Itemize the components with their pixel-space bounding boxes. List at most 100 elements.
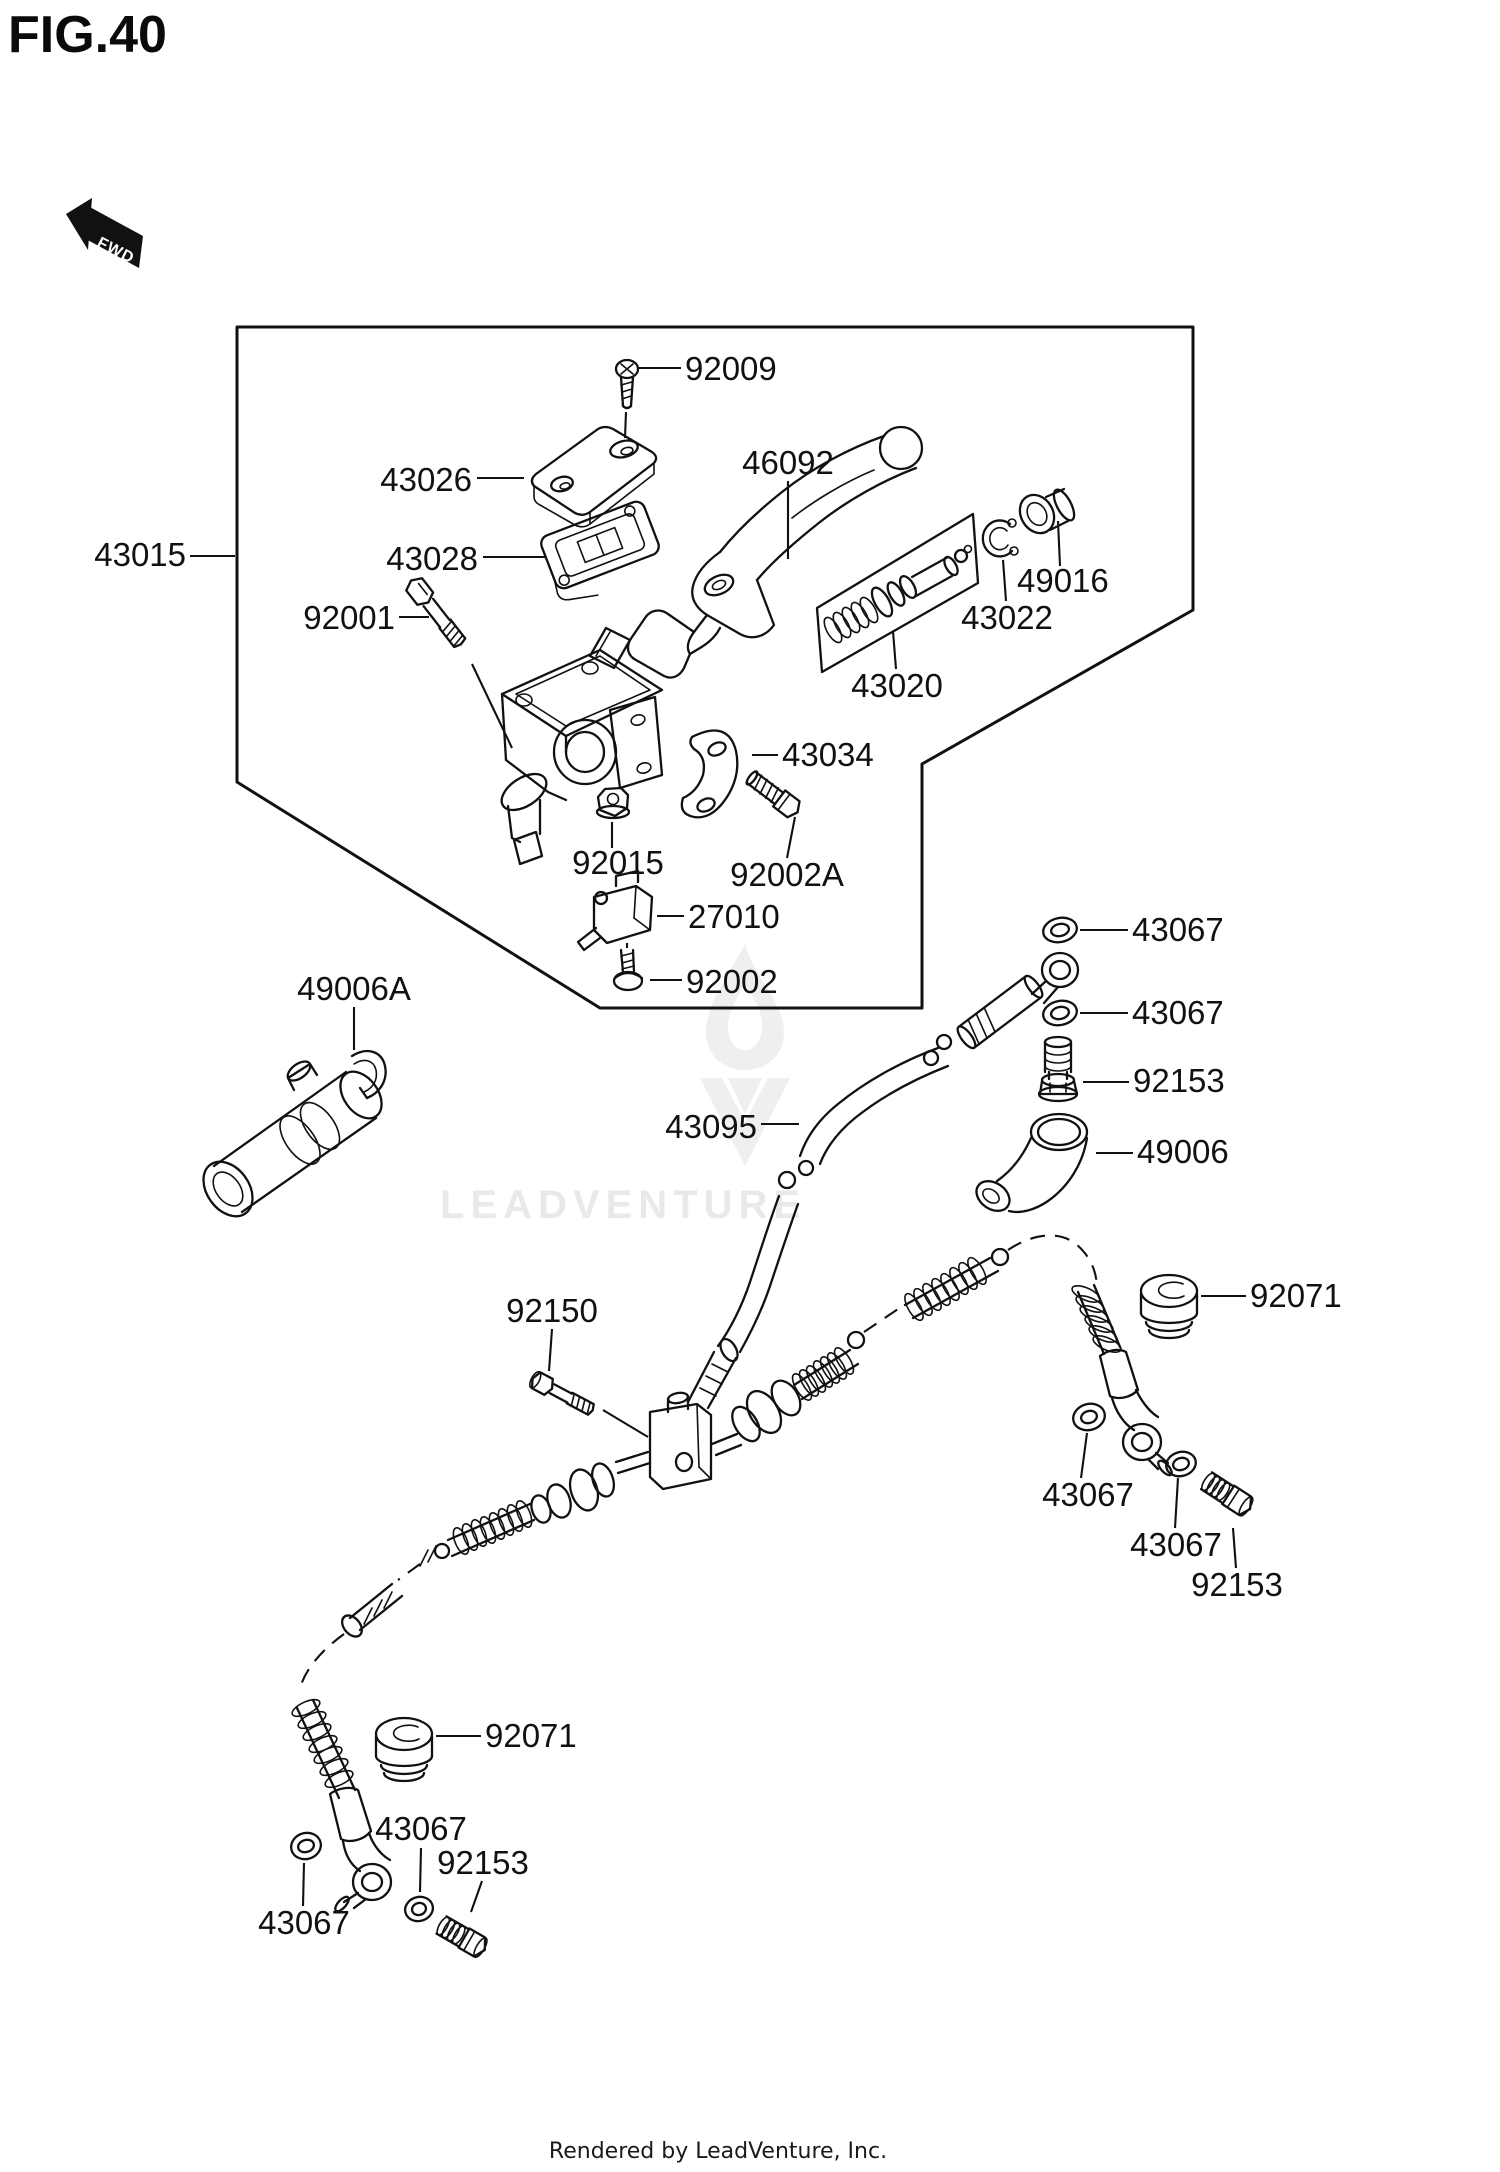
- callout-92001: 92001: [303, 599, 429, 636]
- part-label-43020: 43020: [851, 667, 943, 704]
- part-label-27010: 27010: [688, 898, 780, 935]
- cable-right-branch: [710, 1234, 1173, 1477]
- part-92009-screw: [614, 358, 640, 439]
- watermark-text: LEADVENTURE: [440, 1183, 806, 1227]
- callout-92015: 92015: [572, 822, 664, 881]
- callout-92071-b: 92071: [436, 1717, 577, 1754]
- part-43034-clamp: [680, 729, 739, 819]
- callout-92153-b: 92153: [1191, 1527, 1283, 1603]
- part-92153-bolt-b: [1199, 1471, 1254, 1517]
- part-label-46092: 46092: [742, 444, 834, 481]
- leader-92150: [547, 1328, 554, 1372]
- part-label-49016: 49016: [1017, 562, 1109, 599]
- callout-92071-a: 92071: [1201, 1277, 1342, 1314]
- part-label-92153-a: 92153: [1133, 1062, 1225, 1099]
- cable-dashed-segment-right-1: [863, 1304, 905, 1333]
- leader-43067-d: [1173, 1477, 1180, 1529]
- part-label-43015: 43015: [94, 536, 186, 573]
- part-label-43022: 43022: [961, 599, 1053, 636]
- part-label-49006: 49006: [1137, 1133, 1229, 1170]
- callout-43022: 43022: [961, 559, 1053, 636]
- part-label-92009: 92009: [685, 350, 777, 387]
- part-label-43067-b: 43067: [1132, 994, 1224, 1031]
- callout-43095: 43095: [665, 1108, 799, 1145]
- part-label-92071-b: 92071: [485, 1717, 577, 1754]
- watermark-v-icon: [700, 1078, 790, 1166]
- part-43067-washer-a: [1042, 916, 1078, 944]
- part-27010-switch: [576, 869, 654, 952]
- part-label-92001: 92001: [303, 599, 395, 636]
- part-49006-boot: [975, 1112, 1089, 1214]
- part-43067-washer-f: [403, 1895, 435, 1923]
- leadventure-watermark: LEADVENTURE: [440, 944, 806, 1227]
- part-92002-screw: [612, 948, 644, 992]
- leader-43067-e: [418, 1847, 423, 1893]
- callout-27010: 27010: [657, 898, 780, 935]
- part-43067-washer-b: [1042, 999, 1078, 1027]
- callout-43067-a: 43067: [1080, 911, 1224, 948]
- leader-43020: [891, 630, 898, 670]
- cable-dashed-segment-left-2: [298, 1633, 345, 1689]
- part-label-43034: 43034: [782, 736, 874, 773]
- part-label-92071-a: 92071: [1250, 1277, 1342, 1314]
- callout-43067-e: 43067: [375, 1810, 467, 1893]
- callout-92153-a: 92153: [1083, 1062, 1225, 1099]
- part-label-92002A: 92002A: [730, 856, 844, 893]
- callout-92002A: 92002A: [730, 816, 844, 893]
- part-92015-nut: [595, 786, 631, 820]
- leader-43067-c: [1079, 1432, 1089, 1479]
- fwd-arrow: FWD: [66, 198, 143, 268]
- part-label-43028: 43028: [386, 540, 478, 577]
- part-master-cylinder-body: [500, 648, 664, 866]
- callout-92009: 92009: [639, 350, 777, 387]
- callout-49016: 49016: [1017, 520, 1109, 599]
- watermark-flame-icon: [706, 944, 784, 1070]
- callout-43067-f: 43067: [258, 1862, 350, 1941]
- callout-43067-b: 43067: [1080, 994, 1224, 1031]
- cable-dashed-segment-right-2: [1007, 1234, 1099, 1287]
- leader-92002A: [785, 816, 797, 859]
- callout-43028: 43028: [386, 540, 546, 577]
- part-label-43026: 43026: [380, 461, 472, 498]
- callout-43026: 43026: [380, 461, 524, 498]
- cable-left-branch: [291, 1450, 652, 1913]
- part-43067-washer-d: [1165, 1450, 1197, 1478]
- part-label-43067-c: 43067: [1042, 1476, 1134, 1513]
- part-49006A-boot: [202, 1049, 387, 1218]
- part-label-92150: 92150: [506, 1292, 598, 1329]
- part-92150-bolt: [528, 1370, 649, 1438]
- part-92001-bolt: [405, 577, 513, 749]
- part-label-92002: 92002: [686, 963, 778, 1000]
- part-label-92153-c: 92153: [437, 1844, 529, 1881]
- part-92153-bolt-a: [1037, 1035, 1079, 1103]
- figure-title: FIG.40: [8, 6, 167, 64]
- part-92002A-bolt: [745, 770, 801, 819]
- callout-92002: 92002: [650, 963, 778, 1000]
- leader-43067-f: [301, 1862, 306, 1907]
- part-label-49006A: 49006A: [297, 970, 411, 1007]
- part-label-43067-e: 43067: [375, 1810, 467, 1847]
- part-46092-lever: [588, 425, 924, 679]
- callout-43020: 43020: [851, 630, 943, 704]
- part-43022-circlip: [981, 518, 1019, 558]
- part-cable-junction-block: [648, 1391, 713, 1491]
- part-label-92153-b: 92153: [1191, 1566, 1283, 1603]
- part-43020-piston-kit: [815, 512, 980, 674]
- part-43026-reservoir-cap: [530, 425, 658, 528]
- part-43095-hose: [686, 951, 1080, 1410]
- part-43028-diaphragm: [540, 500, 660, 601]
- part-92153-bolt-c: [435, 1915, 488, 1959]
- callout-43067-c: 43067: [1042, 1432, 1134, 1513]
- part-label-43067-d: 43067: [1130, 1526, 1222, 1563]
- cable-dashed-segment-left-1: [397, 1563, 421, 1581]
- callout-92150: 92150: [506, 1292, 598, 1372]
- part-43067-washer-e: [289, 1831, 323, 1861]
- part-92071-grommet-a: [1139, 1273, 1199, 1340]
- fwd-arrow-panel: [84, 206, 143, 268]
- assembly-enclosure-box: [235, 325, 1195, 1010]
- callout-43015: 43015: [94, 536, 235, 573]
- part-49016-cup: [1018, 487, 1076, 535]
- assembly-line-92001: [471, 663, 513, 749]
